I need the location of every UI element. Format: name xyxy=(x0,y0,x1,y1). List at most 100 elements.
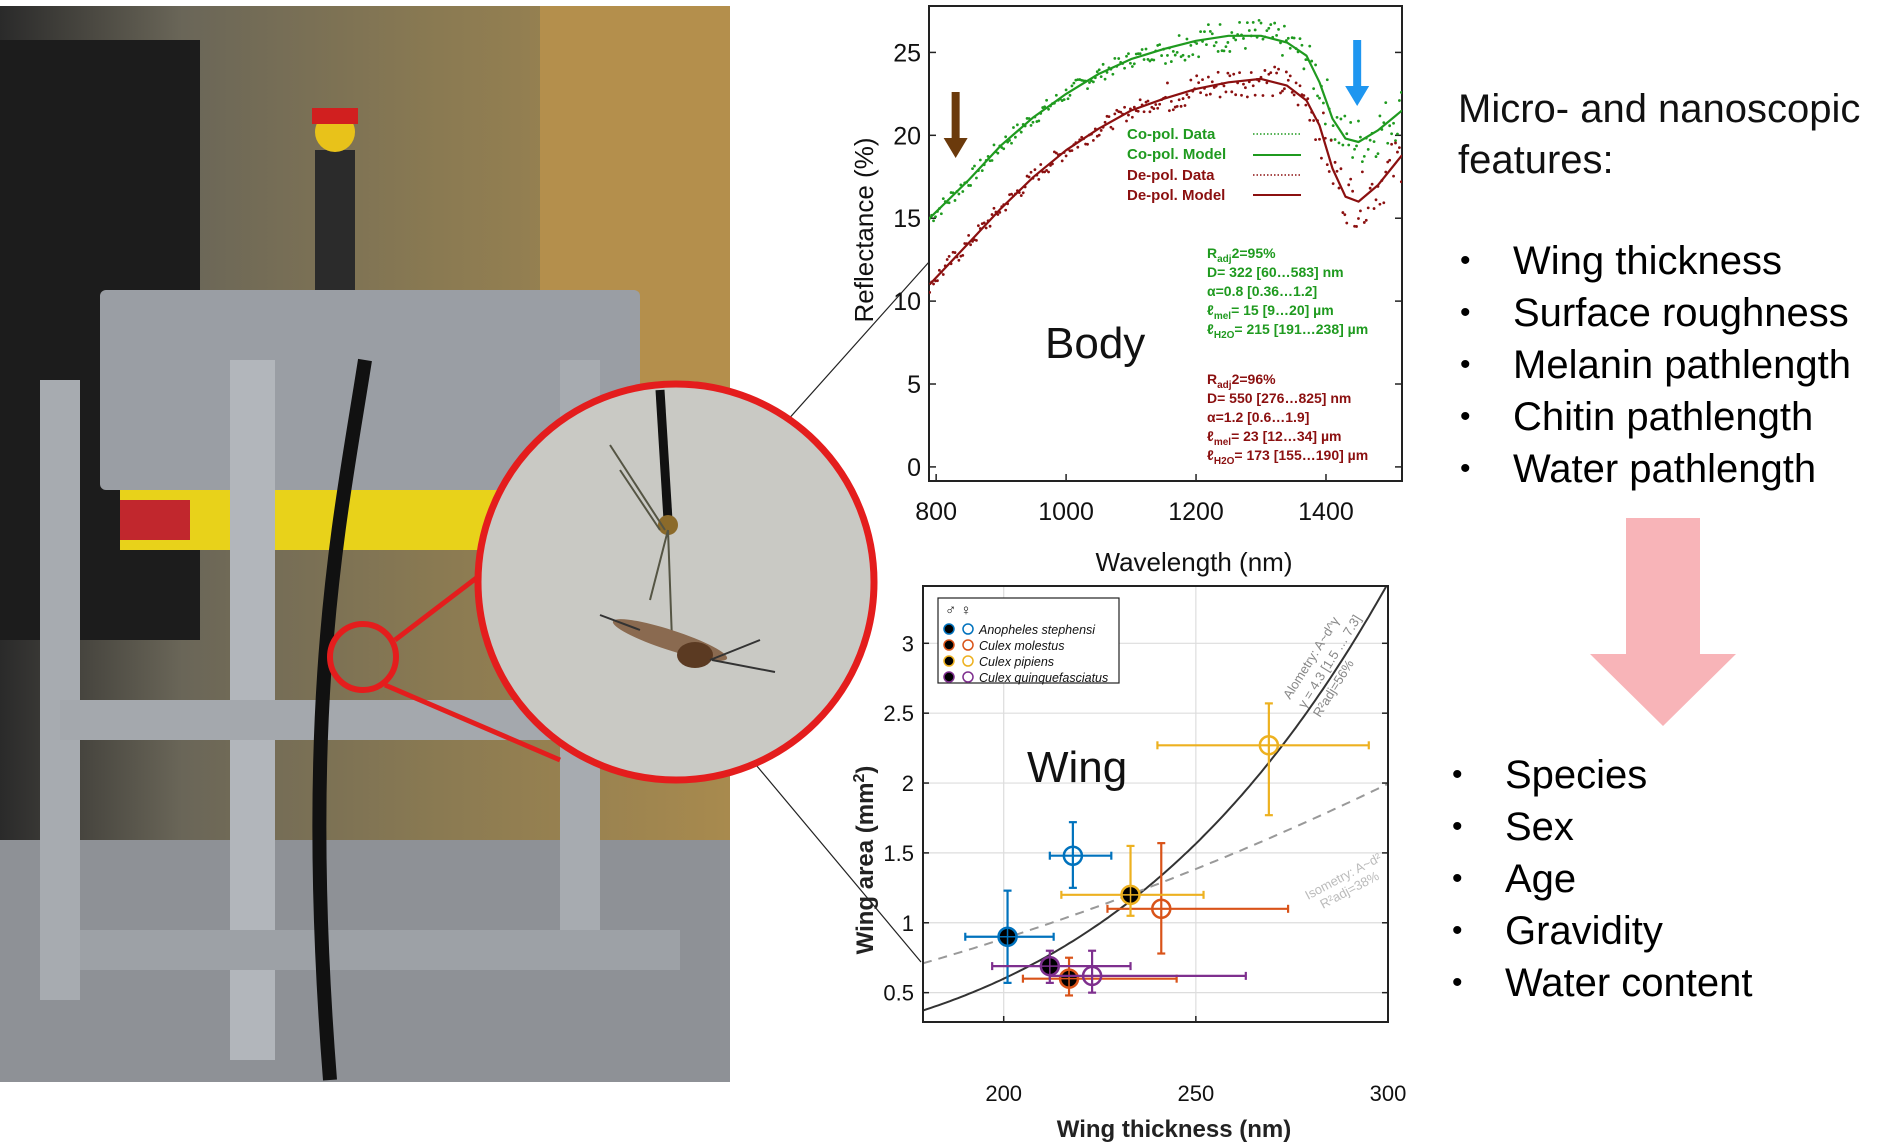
legend-female-marker xyxy=(962,671,974,683)
data-point xyxy=(1310,59,1314,63)
x-tick-label: 1200 xyxy=(1168,498,1224,526)
data-point xyxy=(1249,71,1253,74)
data-point xyxy=(1127,113,1130,117)
data-point xyxy=(1323,122,1327,126)
data-point xyxy=(1205,43,1208,47)
fit-stat-line: ℓmel= 15 [9…20] µm xyxy=(1207,302,1334,322)
legend-male-marker xyxy=(943,655,955,667)
data-point xyxy=(1242,37,1245,40)
down-arrow-icon xyxy=(1590,518,1736,726)
data-point xyxy=(1123,66,1126,70)
data-point xyxy=(1158,102,1162,106)
stat-subscript: mel xyxy=(1214,437,1231,448)
data-point xyxy=(1306,97,1310,101)
data-point xyxy=(1314,138,1317,142)
data-point xyxy=(1146,99,1150,103)
marker-cross xyxy=(998,927,1017,946)
data-point xyxy=(1349,121,1353,124)
y-tick-label: 1.5 xyxy=(883,841,914,866)
data-point xyxy=(1138,98,1142,102)
data-point xyxy=(1002,147,1006,151)
data-point xyxy=(1166,54,1169,57)
data-point xyxy=(961,190,965,193)
data-point xyxy=(1394,141,1397,145)
legend-male-marker xyxy=(943,623,955,635)
data-point xyxy=(1169,99,1173,103)
data-point xyxy=(1366,147,1370,151)
data-point xyxy=(1273,21,1277,25)
data-point xyxy=(1257,79,1261,83)
data-point xyxy=(1226,41,1230,44)
fit-stat-line: α=0.8 [0.36…1.2] xyxy=(1207,283,1317,299)
data-point xyxy=(1029,123,1033,127)
fit-stat-line: ℓmel= 23 [12…34] µm xyxy=(1207,428,1341,448)
legend-copol-model: Co-pol. Model xyxy=(1127,146,1226,163)
data-point-female xyxy=(1156,702,1370,817)
data-point xyxy=(1341,143,1345,147)
data-point xyxy=(1296,103,1300,107)
data-point xyxy=(975,176,978,180)
data-point xyxy=(1019,194,1023,197)
data-point xyxy=(1206,23,1210,27)
data-point xyxy=(1175,104,1179,108)
data-point xyxy=(1238,20,1241,24)
legend-sex-header: ♂ ♀ xyxy=(945,602,972,619)
data-point xyxy=(1109,125,1113,129)
stat-text: 2=95% xyxy=(1232,245,1277,261)
marker-cross xyxy=(1060,969,1079,988)
data-point xyxy=(1091,80,1095,84)
data-point xyxy=(1152,107,1156,110)
data-point xyxy=(1234,38,1238,42)
data-point xyxy=(1390,132,1394,136)
data-point xyxy=(1171,50,1175,53)
data-point xyxy=(1019,130,1023,134)
data-point xyxy=(1333,138,1337,141)
panel-label-wing: Wing xyxy=(1027,743,1127,792)
data-point xyxy=(1234,93,1238,97)
data-point xyxy=(1394,139,1397,143)
data-point xyxy=(1355,225,1358,228)
data-point xyxy=(1214,40,1218,44)
data-point xyxy=(953,199,957,202)
data-point xyxy=(1117,57,1121,60)
data-point xyxy=(1318,96,1321,100)
data-point xyxy=(1398,146,1401,149)
data-point xyxy=(1388,124,1392,128)
stat-text: 2=96% xyxy=(1232,371,1277,387)
data-point xyxy=(1337,186,1341,190)
data-point xyxy=(1068,93,1072,97)
features-title: Micro- and nanoscopic features: xyxy=(1458,87,1861,182)
data-point xyxy=(1355,144,1358,148)
data-point xyxy=(1279,91,1282,95)
data-point xyxy=(1197,81,1201,85)
data-point xyxy=(1314,63,1317,67)
data-point xyxy=(1027,175,1031,179)
data-point xyxy=(1282,87,1286,91)
fit-stat-line: D= 550 [276…825] nm xyxy=(1207,390,1351,406)
data-point xyxy=(1004,208,1008,212)
data-point xyxy=(1265,29,1269,33)
data-point xyxy=(1392,121,1395,125)
y-axis-label: Wing area (mm2) xyxy=(851,766,879,955)
data-point xyxy=(1103,120,1107,124)
data-point xyxy=(1372,207,1376,210)
data-point xyxy=(1010,141,1013,145)
data-point xyxy=(1130,115,1134,119)
data-point xyxy=(1384,170,1388,174)
data-point xyxy=(1345,132,1349,136)
data-point xyxy=(1154,103,1158,106)
data-point xyxy=(1347,143,1351,147)
data-point xyxy=(1080,135,1084,139)
data-point xyxy=(1362,154,1366,158)
female-marker xyxy=(1062,845,1084,866)
data-point xyxy=(1304,103,1308,107)
data-point xyxy=(988,224,992,228)
legend: Co-pol. Data Co-pol. Model De-pol. Data … xyxy=(1127,126,1301,204)
legend-copol-data: Co-pol. Data xyxy=(1127,126,1216,143)
data-point xyxy=(945,258,949,261)
data-point xyxy=(1327,170,1331,173)
data-point xyxy=(1331,182,1335,186)
data-point xyxy=(1010,192,1013,196)
data-point xyxy=(1088,81,1091,84)
data-point xyxy=(1245,95,1249,99)
